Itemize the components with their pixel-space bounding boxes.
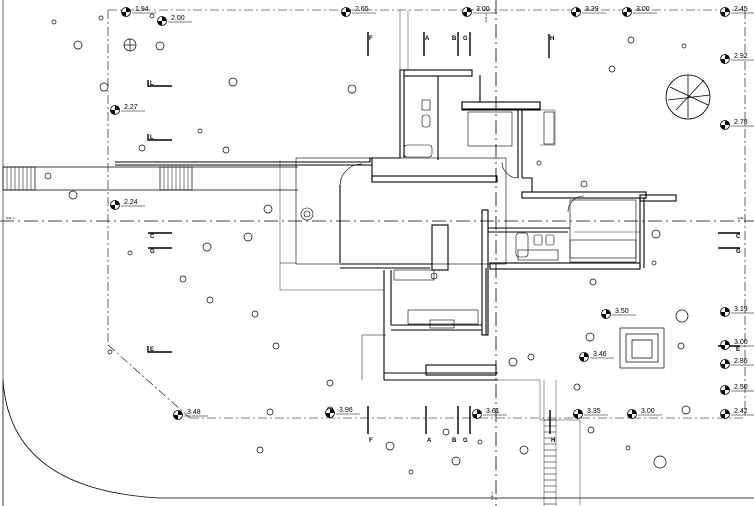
property-line	[107, 9, 746, 419]
entry-walkway	[2, 166, 298, 191]
level-marker-icon	[622, 7, 632, 17]
section-markers	[147, 32, 740, 434]
section-tag-left-l1: L	[150, 81, 154, 87]
level-value: 3.00	[641, 408, 655, 415]
axis-tag-top: EJE 2	[484, 14, 488, 22]
level-value: 2.42	[734, 408, 748, 415]
level-marker-icon	[720, 7, 730, 17]
level-value: 3.48	[187, 409, 201, 416]
level-value: 3.46	[593, 351, 607, 358]
level-value: 2.24	[124, 199, 138, 206]
level-markers: 1.94 2.00 2.65 3.00 3.39 3.00 2.45 2.92 2.27 2.78…	[110, 6, 754, 420]
section-tag-bot-f: F	[369, 438, 373, 444]
level-value: 2.00	[171, 15, 185, 22]
level-value: 2.50	[734, 384, 748, 391]
walkway-steps	[6, 167, 189, 190]
section-tag-left-g: G	[150, 249, 155, 255]
section-tag-bot-g: G	[463, 438, 468, 444]
level-value: 2.45	[734, 6, 748, 13]
level-value: 3.50	[615, 308, 629, 315]
level-marker-icon	[627, 409, 637, 419]
exterior-stair	[544, 419, 556, 505]
section-tag-bot-a: A	[427, 438, 432, 444]
level-marker-icon	[157, 16, 167, 26]
level-marker-icon	[579, 352, 589, 362]
section-tag-left-e: E	[150, 347, 154, 353]
level-marker-icon	[720, 340, 730, 350]
level-value: 2.92	[734, 53, 748, 60]
level-value: 3.00	[636, 6, 650, 13]
axis-tag-bottom: EJE 2	[490, 492, 494, 500]
level-value: 3.96	[339, 407, 353, 414]
axis-tag-right: EJE 1	[738, 216, 746, 220]
level-marker-icon	[472, 409, 482, 419]
level-marker-icon	[720, 54, 730, 64]
level-marker-icon	[173, 410, 183, 420]
section-tag-top-b: B	[452, 36, 457, 42]
tree-symbol	[665, 74, 711, 120]
section-tag-top-a: A	[425, 36, 430, 42]
section-tag-left-c: C	[150, 234, 155, 240]
section-tag-right-e: E	[736, 347, 740, 353]
building-walls	[115, 69, 677, 381]
level-value: 3.00	[734, 339, 748, 346]
section-tag-bot-b: B	[452, 438, 457, 444]
level-marker-icon	[325, 408, 335, 418]
level-marker-icon	[573, 409, 583, 419]
section-tag-top-g: G	[463, 36, 468, 42]
level-value: 3.39	[585, 6, 599, 13]
level-marker-icon	[720, 120, 730, 130]
north-mark-icon	[123, 38, 137, 52]
level-value: 2.78	[734, 119, 748, 126]
level-value: 2.86	[734, 358, 748, 365]
section-tag-bot-h: H	[551, 438, 555, 444]
furniture	[300, 99, 637, 329]
level-value: 1.94	[135, 6, 149, 13]
level-marker-icon	[121, 7, 131, 17]
axis-tag-left: EJE 1	[6, 216, 14, 220]
level-value: 3.61	[486, 408, 500, 415]
level-marker-icon	[720, 359, 730, 369]
level-value: 3.00	[476, 6, 490, 13]
level-marker-icon	[720, 385, 730, 395]
level-marker-icon	[462, 7, 472, 17]
level-marker-icon	[571, 7, 581, 17]
level-marker-icon	[110, 105, 120, 115]
level-marker-icon	[720, 307, 730, 317]
level-marker-icon	[110, 200, 120, 210]
section-tag-top-h: H	[550, 36, 554, 42]
level-value: 3.35	[587, 408, 601, 415]
level-marker-icon	[341, 7, 351, 17]
shrubs	[44, 13, 691, 475]
level-marker-icon	[720, 409, 730, 419]
roof-outline	[279, 10, 640, 506]
level-marker-icon	[601, 309, 611, 319]
level-value: 2.27	[124, 104, 138, 111]
level-value: 2.65	[355, 6, 369, 13]
section-tag-top-f: F	[369, 36, 373, 42]
section-tag-right-c: C	[736, 234, 741, 240]
planter-box	[619, 327, 665, 369]
level-value: 3.19	[734, 306, 748, 313]
section-tag-left-l2: L	[150, 135, 154, 141]
section-tag-right-g: G	[736, 249, 741, 255]
